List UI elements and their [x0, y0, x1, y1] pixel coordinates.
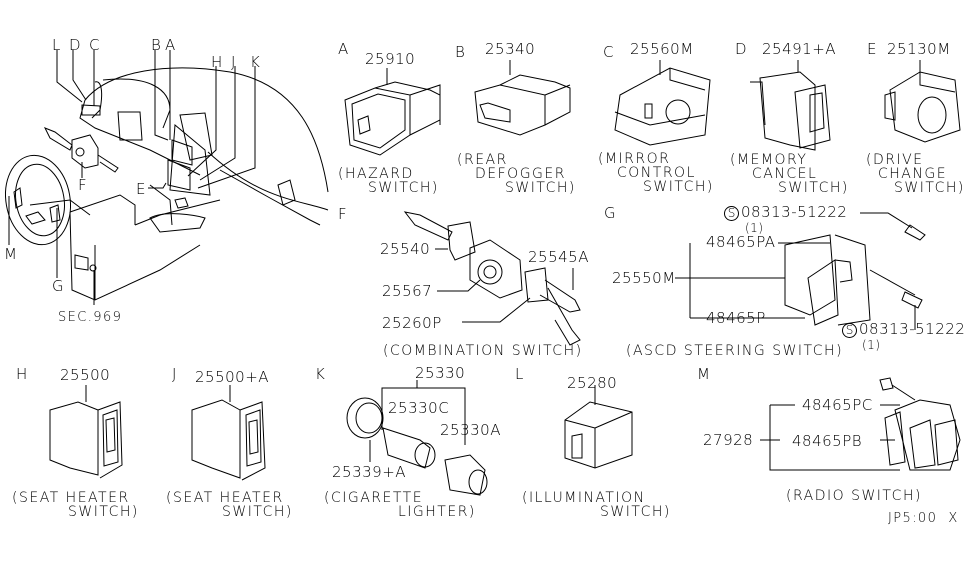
section-a-caption: SWITCH) [368, 180, 439, 196]
rear-defogger-switch-drawing [475, 60, 570, 135]
section-l-caption: (ILLUMINATION [522, 490, 646, 506]
part-number: 25560M [630, 40, 694, 58]
part-number: 48465PA [706, 233, 776, 251]
callout-l: L [52, 36, 61, 54]
screw-part-number: 08313-51222 [859, 320, 966, 338]
section-l-caption: SWITCH) [600, 504, 671, 520]
section-b-caption: DEFOGGER [475, 166, 566, 182]
combination-switch-overview [45, 128, 118, 172]
screw-quantity: (1) [745, 221, 764, 235]
section-g-letter: G [604, 204, 617, 222]
part-number: 25550M [612, 269, 676, 287]
callout-b: B [151, 36, 162, 54]
section-e-caption: SWITCH) [894, 180, 965, 196]
section-d-caption: CANCEL [752, 166, 818, 182]
cigarette-lighter-drawing [347, 380, 487, 495]
section-c-caption: SWITCH) [643, 179, 714, 195]
callout-a: A [165, 36, 176, 54]
section-j-caption: SWITCH) [222, 504, 293, 520]
section-m-letter: M [697, 365, 711, 383]
diagram-code: JP5:00 X [888, 511, 959, 526]
seat-heater-switch-j-drawing [192, 385, 265, 480]
part-number: 25567 [382, 282, 433, 300]
callout-j: J [231, 53, 236, 71]
screw-quantity: (1) [862, 338, 881, 352]
screw-part-number: 08313-51222 [741, 203, 848, 221]
section-d-caption: SWITCH) [778, 180, 849, 196]
section-b-caption: SWITCH) [505, 180, 576, 196]
section-e-caption: (DRIVE [866, 152, 924, 168]
drive-change-switch-drawing [885, 60, 960, 142]
part-number: 25340 [485, 40, 536, 58]
section-c-caption: CONTROL [617, 165, 696, 181]
callout-h: H [211, 53, 223, 71]
part-number: 25330C [388, 399, 450, 417]
combination-switch-drawing [405, 212, 580, 345]
part-number: 25500+A [195, 368, 270, 386]
section-e-caption: CHANGE [878, 166, 948, 182]
part-number: 25545A [528, 248, 589, 266]
part-number: 48465PC [802, 396, 873, 414]
section-h-letter: H [16, 365, 28, 383]
section-k-caption: (CIGARETTE [324, 490, 424, 506]
part-number: 25330 [415, 364, 466, 382]
section-h-caption: SWITCH) [68, 504, 139, 520]
callout-k: K [250, 53, 261, 71]
section-h-caption: (SEAT HEATER [12, 490, 130, 506]
part-number: 48465P [706, 309, 766, 327]
mirror-control-switch-drawing [615, 60, 710, 145]
section-m-caption: (RADIO SWITCH) [786, 488, 922, 504]
section-k-caption: LIGHTER) [398, 504, 476, 520]
callout-c: C [89, 36, 100, 54]
section-d-letter: D [735, 40, 748, 58]
memory-cancel-switch-drawing [750, 60, 830, 150]
section-l-letter: L [515, 365, 524, 383]
part-number: 25491+A [762, 40, 837, 58]
part-number: 25910 [365, 50, 416, 68]
radio-switch-drawing [760, 378, 960, 470]
callout-d: D [69, 36, 82, 54]
part-number: 27928 [703, 431, 754, 449]
section-k-letter: K [315, 365, 326, 383]
hazard-switch-drawing [345, 68, 440, 155]
section-reference: SEC.969 [58, 310, 123, 325]
callout-g: G [52, 277, 65, 295]
part-number: 25540 [380, 240, 431, 258]
dashboard-overview-drawing [30, 68, 328, 300]
section-e-letter: E [867, 40, 877, 58]
part-number: 25280 [567, 374, 618, 392]
section-c-letter: C [603, 43, 614, 61]
screw-symbol: S [842, 323, 857, 338]
section-j-letter: J [172, 365, 177, 383]
section-b-caption: (REAR [457, 152, 508, 168]
section-f-letter: F [338, 205, 348, 223]
section-a-caption: (HAZARD [338, 166, 414, 182]
section-f-caption: (COMBINATION SWITCH) [383, 343, 583, 359]
part-number: 48465PB [792, 432, 863, 450]
section-a-letter: A [338, 40, 349, 58]
ascd-steering-switch-drawing [675, 213, 925, 330]
section-d-caption: (MEMORY [730, 152, 808, 168]
part-number: 25330A [440, 421, 501, 439]
callout-f: F [78, 176, 88, 194]
section-g-caption: (ASCD STEERING SWITCH) [626, 343, 844, 359]
section-j-caption: (SEAT HEATER [166, 490, 284, 506]
illumination-switch-drawing [565, 385, 632, 468]
callout-e: E [136, 180, 146, 198]
overview-leaders [9, 50, 255, 305]
part-number: 25130M [887, 40, 951, 58]
seat-heater-switch-h-drawing [50, 385, 122, 478]
section-c-caption: (MIRROR [598, 151, 671, 167]
part-number: 25500 [60, 366, 111, 384]
steering-wheel-drawing [0, 150, 77, 250]
section-b-letter: B [455, 43, 466, 61]
part-number: 25260P [382, 314, 442, 332]
callout-m: M [4, 245, 18, 263]
screw-symbol: S [724, 206, 739, 221]
part-number: 25339+A [332, 463, 407, 481]
